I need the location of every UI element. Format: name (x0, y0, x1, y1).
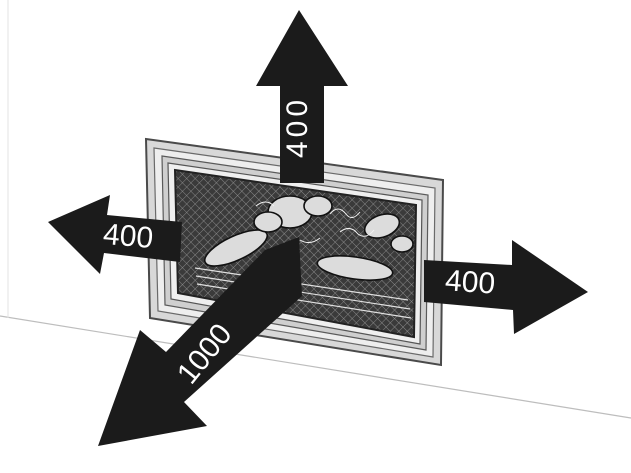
clearance-left-label: 400 (102, 218, 155, 255)
clearance-right-label: 400 (444, 264, 496, 300)
room-corner (0, 0, 631, 419)
arrow-right-shape (424, 240, 588, 334)
log-set (203, 195, 414, 281)
arrow-up-shape (256, 10, 348, 183)
floor-line (0, 315, 631, 419)
arrow-left-shape (48, 195, 182, 274)
arrow-left: 400 (48, 195, 182, 274)
arrow-up: 400 (256, 10, 348, 183)
flame-detail (255, 201, 375, 244)
clearance-top-label: 400 (281, 96, 314, 158)
arrow-front: 1000 (98, 237, 302, 446)
arrow-front-shape (98, 237, 302, 446)
arrow-right: 400 (424, 240, 588, 334)
